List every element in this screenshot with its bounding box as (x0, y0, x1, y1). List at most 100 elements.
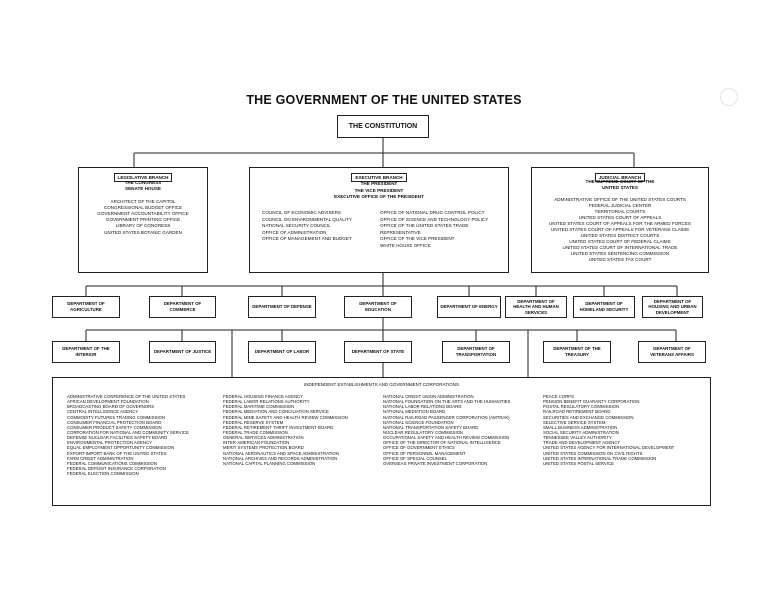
independent-agency-item: FEDERAL MEDIATION AND CONCILIATION SERVI… (223, 409, 329, 415)
independent-agency-item: NATIONAL FOUNDATION ON THE ARTS AND THE … (383, 399, 511, 405)
independent-agency-item: UNITED STATES AGENCY FOR INTERNATIONAL D… (543, 445, 675, 451)
independent-agency-item: ENVIRONMENTAL PROTECTION AGENCY (67, 440, 152, 446)
judicial-line: UNITED STATES (602, 185, 638, 190)
independent-agency-item: OCCUPATIONAL SAFETY AND HEALTH REVIEW CO… (383, 435, 510, 441)
independent-agency-item: NATIONAL ARCHIVES AND RECORDS ADMINISTRA… (223, 455, 338, 461)
independent-agency-item: PENSION BENEFIT GUARANTY CORPORATION (543, 399, 640, 405)
page-corner-badge (720, 88, 738, 106)
executive-office-item: OFFICE OF MANAGEMENT AND BUDGET (262, 236, 352, 242)
judicial-line: FEDERAL JUDICIAL CENTER (588, 203, 652, 208)
independent-agency-item: NATIONAL AERONAUTICS AND SPACE ADMINISTR… (223, 450, 339, 456)
executive-top-line: THE PRESIDENT (360, 181, 398, 186)
executive-office-item: REPRESENTATIVE (380, 229, 421, 235)
executive-office-item: OFFICE OF ADMINISTRATION (262, 229, 327, 235)
independent-agency-item: EXPORT-IMPORT BANK OF THE UNITED STATES (67, 450, 167, 456)
independent-agency-item: FEDERAL MARITIME COMMISSION (223, 404, 295, 410)
judicial-line: UNITED STATES SENTENCING COMMISSION (570, 251, 670, 256)
judicial-line: UNITED STATES DISTRICT COURTS (580, 233, 660, 238)
department-treasury: DEPARTMENT OF THE TREASURY (543, 341, 611, 363)
constitution-box: THE CONSTITUTION (337, 115, 429, 138)
independent-agency-item: ADMINISTRATIVE CONFERENCE OF THE UNITED … (67, 394, 186, 399)
department-state: DEPARTMENT OF STATE (344, 341, 412, 363)
independent-agency-item: FEDERAL DEPOSIT INSURANCE CORPORATION (67, 465, 167, 471)
independent-agency-item: TENNESSEE VALLEY AUTHORITY (543, 435, 612, 441)
independent-agency-item: OFFICE OF SPECIAL COUNSEL (383, 455, 448, 461)
department-labor: DEPARTMENT OF LABOR (248, 341, 316, 363)
independent-agency-item: GENERAL SERVICES ADMINISTRATION (223, 435, 304, 441)
judicial-line: THE SUPREME COURT OF THE (585, 179, 655, 184)
chart-title: THE GOVERNMENT OF THE UNITED STATES (246, 93, 522, 107)
independent-agency-item: NATIONAL TRANSPORTATION SAFETY BOARD (383, 424, 479, 430)
executive-top-line: EXECUTIVE OFFICE OF THE PRESIDENT (334, 194, 424, 200)
independent-agency-item: POSTAL REGULATORY COMMISSION (543, 404, 620, 410)
legislative-line: GOVERNMENT PRINTING OFFICE (105, 217, 181, 223)
executive-office-item: COUNCIL ON ENVIRONMENTAL QUALITY (262, 216, 352, 222)
independent-agency-item: NATIONAL CREDIT UNION ADMINISTRATION (383, 394, 474, 399)
department-interior: DEPARTMENT OF THE INTERIOR (52, 341, 120, 363)
independent-agency-item: MERIT SYSTEMS PROTECTION BOARD (223, 445, 304, 451)
legislative-line: ARCHITECT OF THE CAPITOL (110, 198, 176, 204)
independent-agency-item: TRADE AND DEVELOPMENT AGENCY (543, 440, 621, 446)
judicial-line: UNITED STATES COURT OF FEDERAL CLAIMS (569, 239, 671, 244)
judicial-line: UNITED STATES TAX COURT (588, 257, 652, 262)
independent-agency-item: RAILROAD RETIREMENT BOARD (543, 409, 611, 415)
department-education: DEPARTMENT OF EDUCATION (344, 296, 412, 318)
independent-agency-item: OFFICE OF THE DIRECTOR OF NATIONAL INTEL… (383, 440, 501, 446)
independent-agency-item: PEACE CORPS (543, 394, 575, 399)
department-veterans-affairs: DEPARTMENT OF VETERANS AFFAIRS (638, 341, 706, 363)
independent-agency-item: SECURITIES AND EXCHANGE COMMISSION (543, 414, 634, 420)
legislative-line: GOVERNMENT ACCOUNTABILITY OFFICE (97, 211, 189, 216)
legislative-line: THE CONGRESS (124, 180, 162, 185)
executive-header: EXECUTIVE BRANCH (351, 173, 407, 182)
independent-agency-item: CONSUMER FINANCIAL PROTECTION BOARD (67, 419, 162, 425)
independent-agency-item: SMALL BUSINESS ADMINISTRATION (543, 424, 618, 430)
executive-office-item: WHITE HOUSE OFFICE (380, 243, 431, 248)
department-agriculture: DEPARTMENT OF AGRICULTURE (52, 296, 120, 318)
independent-agency-item: CORPORATION FOR NATIONAL AND COMMUNITY S… (67, 429, 189, 435)
legislative-line: CONGRESSIONAL BUDGET OFFICE (103, 204, 183, 210)
independent-agency-item: UNITED STATES POSTAL SERVICE (543, 460, 614, 466)
independent-agency-item: NATIONAL MEDIATION BOARD (383, 409, 446, 415)
independent-agency-item: OFFICE OF PERSONNEL MANAGEMENT (383, 450, 466, 456)
department-homeland-security: DEPARTMENT OF HOMELAND SECURITY (573, 296, 635, 318)
independent-agency-item: NATIONAL LABOR RELATIONS BOARD (383, 404, 462, 410)
executive-top-line: THE VICE PRESIDENT (354, 187, 404, 193)
independent-agency-item: FEDERAL RETIREMENT THRIFT INVESTMENT BOA… (223, 424, 334, 430)
executive-office-item: OFFICE OF THE VICE PRESIDENT (380, 236, 455, 242)
legislative-line: LIBRARY OF CONGRESS (115, 223, 171, 229)
judicial-line: UNITED STATES COURT OF INTERNATIONAL TRA… (562, 245, 678, 250)
independent-establishments-box: INDEPENDENT ESTABLISHMENTS AND GOVERNMEN… (52, 377, 711, 506)
department-housing-urban-development: DEPARTMENT OF HOUSING AND URBAN DEVELOPM… (642, 296, 703, 318)
department-energy: DEPARTMENT OF ENERGY (437, 296, 501, 318)
executive-office-item: OFFICE OF THE UNITED STATES TRADE (380, 223, 469, 229)
executive-office-item: COUNCIL OF ECONOMIC ADVISERS (262, 210, 341, 215)
independent-agency-item: FEDERAL TRADE COMMISSION (223, 429, 288, 435)
independent-agency-item: AFRICAN DEVELOPMENT FOUNDATION (67, 399, 149, 405)
legislative-line: UNITED STATES BOTANIC GARDEN (104, 229, 182, 235)
independent-agency-item: NATIONAL RAILROAD PASSENGER CORPORATION … (383, 414, 510, 420)
legislative-header: LEGISLATIVE BRANCH (113, 173, 173, 182)
executive-office-item: OFFICE OF NATIONAL DRUG CONTROL POLICY (380, 210, 485, 215)
department-commerce: DEPARTMENT OF COMMERCE (149, 296, 216, 318)
independent-agency-item: NATIONAL SCIENCE FOUNDATION (383, 419, 454, 425)
independent-agency-item: OVERSEAS PRIVATE INVESTMENT CORPORATION (383, 460, 488, 466)
independent-agency-item: BROADCASTING BOARD OF GOVERNORS (67, 404, 155, 410)
independent-agency-item: COMMODITY FUTURES TRADING COMMISSION (67, 414, 165, 420)
independent-agency-item: CONSUMER PRODUCT SAFETY COMMISSION (67, 424, 162, 430)
judicial-header: JUDICIAL BRANCH (594, 173, 646, 182)
judicial-line: ADMINISTRATIVE OFFICE OF THE UNITED STAT… (554, 197, 686, 202)
independent-agency-item: NUCLEAR REGULATORY COMMISSION (383, 429, 464, 435)
independent-agency-item: CENTRAL INTELLIGENCE AGENCY (67, 409, 139, 415)
independent-agency-item: FEDERAL RESERVE SYSTEM (223, 419, 284, 425)
executive-office-item: NATIONAL SECURITY COUNCIL (262, 223, 331, 229)
independent-agency-item: SELECTIVE SERVICE SYSTEM (543, 419, 606, 425)
judicial-line: TERRITORIAL COURTS (594, 209, 646, 214)
independent-agency-item: DEFENSE NUCLEAR FACILITIES SAFETY BOARD (67, 435, 168, 441)
independent-agency-item: UNITED STATES INTERNATIONAL TRADE COMMIS… (543, 455, 657, 461)
independent-agency-item: OFFICE OF GOVERNMENT ETHICS (383, 445, 455, 451)
